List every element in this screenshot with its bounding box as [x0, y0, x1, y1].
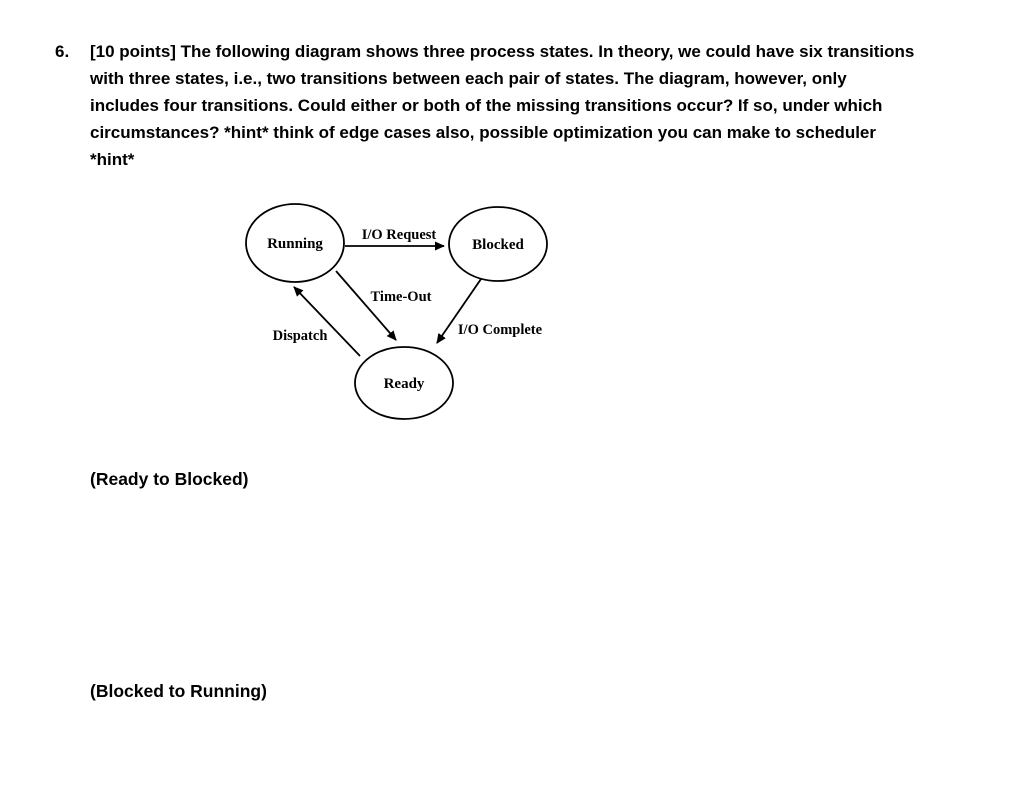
dispatch-edge-label: Dispatch	[273, 328, 328, 344]
answer-prompt-blocked-to-running: (Blocked to Running)	[90, 681, 267, 701]
ready-state-ellipse	[354, 346, 454, 420]
ready-state-label: Ready	[384, 376, 425, 392]
time-out-arrow	[335, 270, 397, 341]
answer-prompt-ready-to-blocked: (Ready to Blocked)	[90, 469, 249, 489]
io-complete-edge-label: I/O Complete	[458, 322, 543, 338]
time-out-edge-label: Time-Out	[371, 289, 432, 305]
question-line: *hint*	[90, 150, 135, 169]
question-line: circumstances? *hint* think of edge case…	[90, 123, 876, 142]
dispatch-arrow	[293, 286, 361, 357]
blocked-state-ellipse	[448, 206, 548, 282]
question-line: includes four transitions. Could either …	[90, 96, 883, 115]
question-text: [10 points] The following diagram shows …	[90, 38, 990, 173]
blocked-state-label: Blocked	[472, 237, 524, 253]
io-complete-arrow	[436, 278, 482, 344]
running-state-label: Running	[267, 236, 323, 252]
question-line: with three states, i.e., two transitions…	[90, 69, 847, 88]
question-number: 6.	[55, 42, 70, 61]
running-state-ellipse	[245, 203, 345, 283]
io-request-edge-label: I/O Request	[362, 227, 437, 243]
question-line: [10 points] The following diagram shows …	[90, 42, 915, 61]
